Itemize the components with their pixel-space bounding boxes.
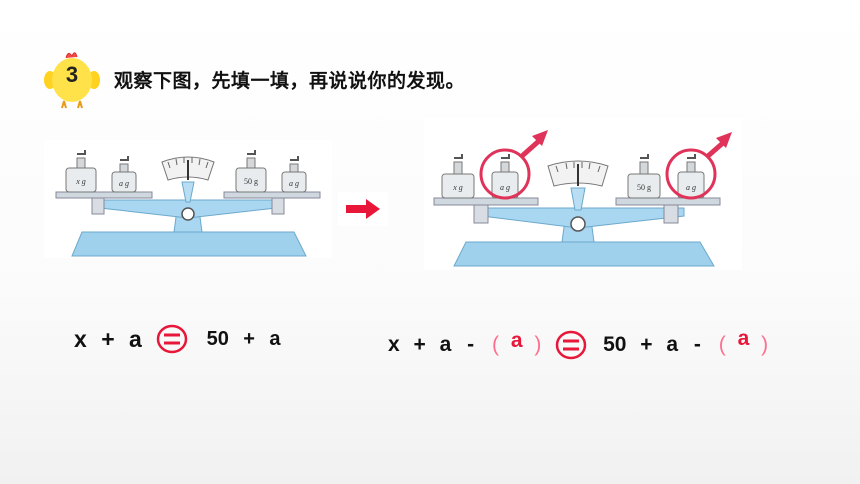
filled-answer: a: [737, 327, 750, 350]
plus-sign: +: [413, 333, 426, 356]
term-a: a: [666, 333, 679, 356]
weight-label: 50 g: [244, 177, 258, 186]
close-paren: ): [534, 333, 542, 356]
minus-sign: -: [693, 333, 701, 356]
weight-label: a g: [500, 183, 510, 192]
open-paren: (: [718, 333, 726, 356]
term-x: x: [388, 333, 400, 356]
question-number: 3: [65, 62, 79, 87]
weight-label: a g: [686, 183, 696, 192]
equation-after: x + a - ( a ) 50 + a - ( a ): [388, 327, 769, 360]
weight-label: x g: [75, 177, 86, 186]
weight-label: a g: [119, 179, 129, 188]
right-arrow-icon: [338, 192, 388, 226]
term-a: a: [129, 325, 142, 352]
equals-sign-icon: [555, 330, 587, 360]
weight-label: a g: [289, 179, 299, 188]
highlight-circle: [665, 148, 717, 200]
open-paren: (: [492, 333, 500, 356]
highlight-circle: [479, 148, 531, 200]
plus-sign: +: [243, 327, 255, 350]
term-50: 50: [603, 333, 627, 356]
term-a: a: [439, 333, 452, 356]
plus-sign: +: [101, 325, 115, 352]
weight-label: x g: [452, 183, 463, 192]
question-title: 观察下图，先填一填，再说说你的发现。: [114, 71, 466, 92]
chick-badge: 3: [44, 48, 100, 110]
equals-sign-icon: [156, 324, 188, 354]
minus-sign: -: [467, 333, 475, 356]
equation-before: x + a 50 + a: [74, 324, 280, 354]
chick-icon: [44, 52, 100, 109]
filled-answer: a: [510, 329, 523, 352]
close-paren: ): [761, 333, 769, 356]
balance-scale-before: x g a g 50 g a g: [44, 140, 332, 258]
term-50: 50: [206, 327, 229, 350]
weight-label: 50 g: [637, 183, 651, 192]
plus-sign: +: [640, 333, 653, 356]
term-x: x: [74, 325, 87, 352]
term-a: a: [269, 327, 281, 350]
balance-scale-after: x g a g 50 g a g: [424, 118, 742, 270]
